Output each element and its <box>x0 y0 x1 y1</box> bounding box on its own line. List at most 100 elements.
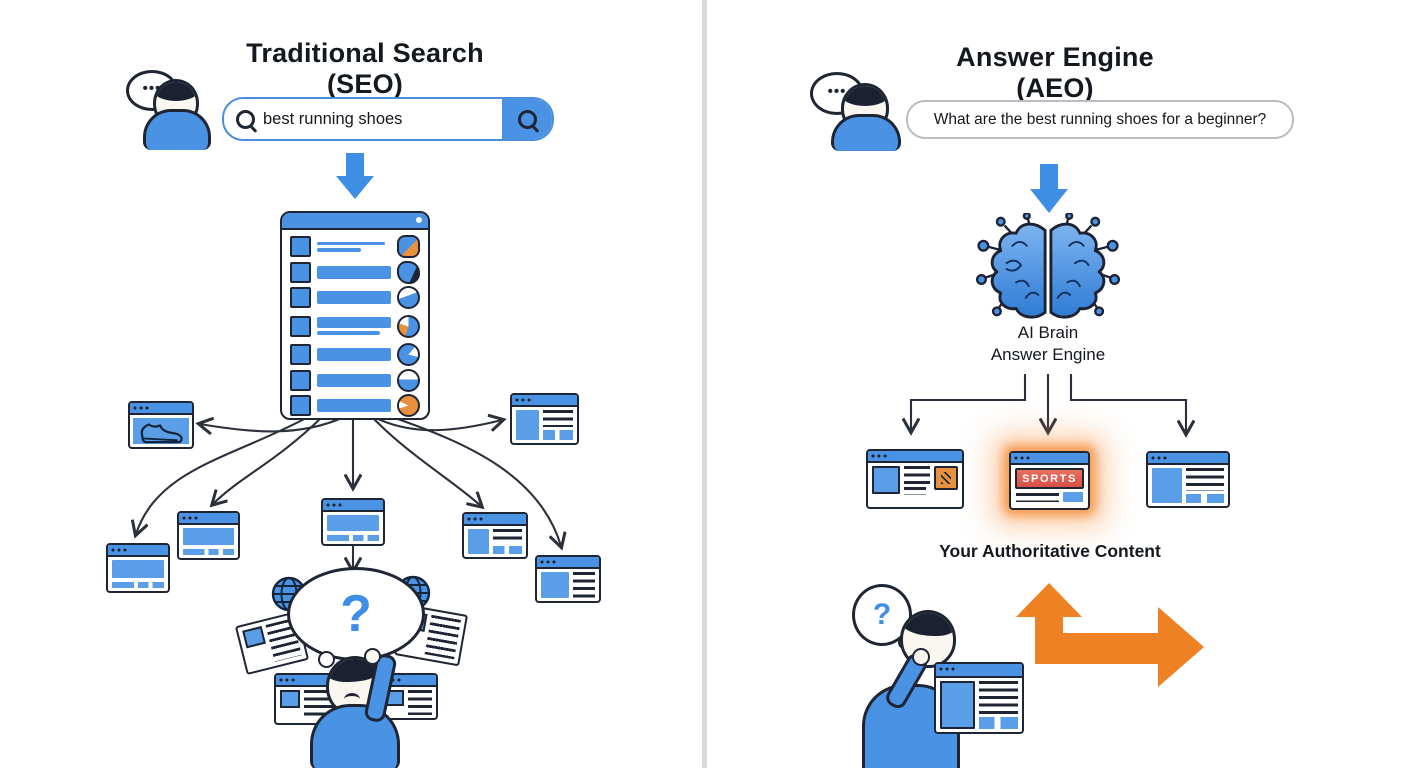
source-image <box>872 466 900 494</box>
document-text <box>408 690 432 715</box>
avatar-hair <box>844 86 886 106</box>
result-thumbnail <box>290 369 311 391</box>
website-image <box>541 572 570 598</box>
question-mark: ? <box>340 585 372 643</box>
result-badge-icon <box>397 286 420 309</box>
serp-result-list <box>282 230 428 418</box>
serp-results-window <box>280 211 430 420</box>
result-thumbnail <box>290 261 311 283</box>
serp-result-row <box>290 260 420 284</box>
source-image <box>1152 468 1183 503</box>
result-badge-icon <box>397 314 420 338</box>
left-down-arrow-icon <box>336 153 374 199</box>
source-thumbnails <box>1186 494 1224 503</box>
website-window <box>106 543 170 593</box>
left-panel-title: Traditional Search (SEO) <box>246 38 484 99</box>
window-titlebar <box>130 403 192 415</box>
serp-window-titlebar <box>282 213 428 230</box>
redirect-up-right-arrow-icon <box>1016 583 1204 687</box>
thought-bubble: ? <box>287 567 425 661</box>
website-image <box>112 560 164 578</box>
search-icon <box>517 109 537 129</box>
search-bar: best running shoes <box>222 97 554 141</box>
result-thumbnail <box>290 287 311 308</box>
speech-dots: ••• <box>827 83 847 100</box>
website-window <box>462 512 528 559</box>
window-titlebar <box>108 545 168 557</box>
ai-brain-icon <box>975 213 1121 319</box>
window-titlebar <box>276 675 340 687</box>
result-thumbnail <box>290 395 311 416</box>
window-titlebar <box>1011 453 1088 465</box>
sports-banner: SPORTS <box>1015 468 1084 489</box>
website-window <box>321 498 385 546</box>
source-text <box>904 466 930 484</box>
authoritative-content-caption: Your Authoritative Content <box>939 541 1161 561</box>
result-badge-icon <box>397 343 420 366</box>
website-links <box>183 549 234 555</box>
source-text <box>904 487 927 495</box>
brain-branch-connectors <box>911 374 1186 433</box>
serp-result-row <box>290 286 420 309</box>
window-titlebar <box>936 664 1022 678</box>
search-icon <box>236 109 255 129</box>
window-titlebar <box>537 557 599 569</box>
serp-result-row <box>290 235 420 258</box>
source-card <box>1146 451 1230 508</box>
source-text <box>1016 492 1059 502</box>
serp-fanout-arrows <box>136 417 561 646</box>
document-image <box>242 626 266 649</box>
right-panel-title: Answer Engine (AEO) <box>956 42 1154 103</box>
question-pill: What are the best running shoes for a be… <box>906 100 1294 139</box>
document-image <box>280 690 300 708</box>
source-text <box>1186 468 1224 491</box>
window-titlebar <box>382 675 436 687</box>
cta-button <box>1063 492 1083 502</box>
source-card <box>866 449 964 509</box>
result-badge-icon <box>397 394 420 417</box>
document-window <box>380 673 438 720</box>
website-window <box>177 511 240 560</box>
window-dot <box>416 217 422 223</box>
website-thumbnails <box>492 546 522 554</box>
shoe-icon <box>133 418 189 444</box>
website-image <box>468 529 489 554</box>
website-image <box>183 528 234 545</box>
browser-text <box>979 681 1018 714</box>
avatar-hair <box>156 82 196 101</box>
result-thumbnail <box>290 315 311 337</box>
window-titlebar <box>179 513 238 525</box>
website-window <box>535 555 601 603</box>
search-button <box>502 99 552 139</box>
website-window <box>510 393 579 445</box>
searcher-avatar-body <box>143 109 211 150</box>
confused-user-hand <box>364 648 381 665</box>
window-titlebar <box>1148 453 1228 465</box>
serp-result-row <box>290 313 420 340</box>
asker-avatar-body <box>831 114 901 151</box>
search-query-text: best running shoes <box>263 109 403 128</box>
result-thumbnail <box>290 236 311 257</box>
website-image <box>327 515 379 531</box>
window-titlebar <box>464 514 526 526</box>
browser-thumbnails <box>979 717 1018 729</box>
thinking-user-head <box>900 610 956 668</box>
result-shoe-icon <box>397 235 420 258</box>
thinking-user-hand <box>912 648 930 666</box>
website-window-shoe <box>128 401 194 449</box>
document-text <box>424 614 462 660</box>
window-titlebar <box>868 451 962 463</box>
window-titlebar <box>512 395 577 407</box>
held-browser-window <box>934 662 1024 734</box>
brain-caption-line1: AI Brain <box>1017 323 1079 342</box>
brain-caption-line2: Answer Engine <box>990 345 1106 365</box>
highlighted-source-card: SPORTS <box>1009 451 1090 510</box>
frown-mouth <box>344 693 360 706</box>
confused-user-body <box>310 704 400 768</box>
window-titlebar <box>323 500 383 512</box>
website-text <box>573 572 595 598</box>
website-text <box>492 529 522 543</box>
website-links <box>327 535 379 541</box>
